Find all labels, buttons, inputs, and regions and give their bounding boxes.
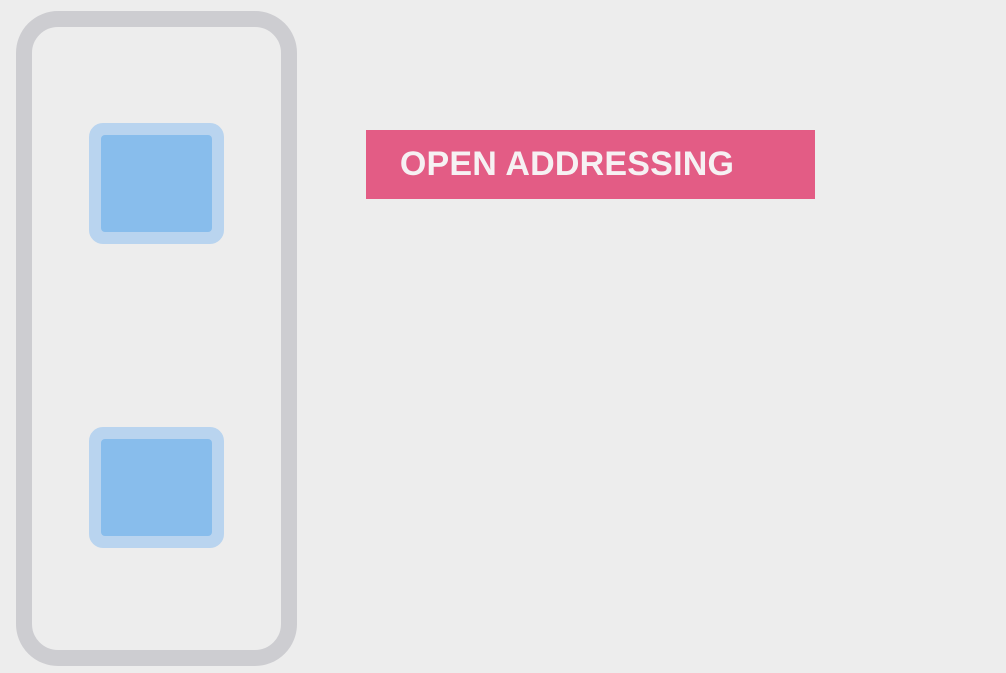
hash-slot-1-fill xyxy=(101,135,212,232)
hash-table-container xyxy=(16,11,297,666)
hash-slot-2-fill xyxy=(101,439,212,536)
hash-slot-1 xyxy=(89,123,224,244)
title-banner: OPEN ADDRESSING xyxy=(366,130,815,199)
hash-slot-2 xyxy=(89,427,224,548)
title-banner-label: OPEN ADDRESSING xyxy=(399,145,735,183)
